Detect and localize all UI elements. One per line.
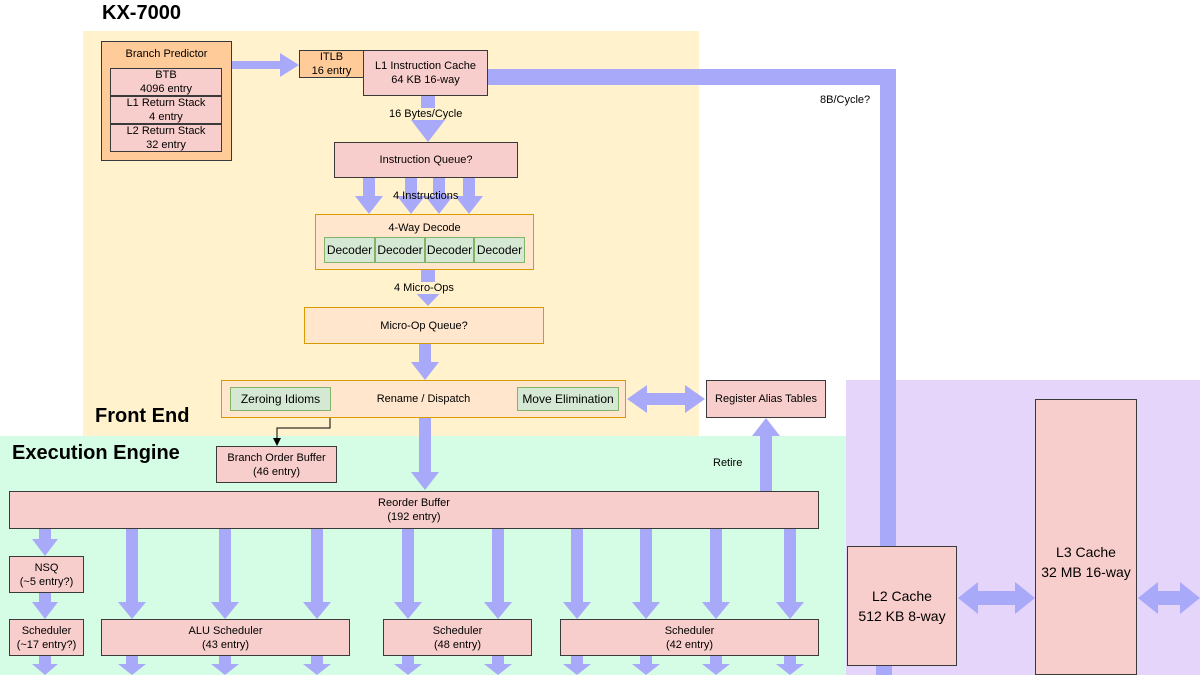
l2-cache-title: L2 Cache: [872, 588, 932, 604]
reorder-buffer-title: Reorder Buffer: [378, 497, 450, 509]
itlb: ITLB 16 entry: [299, 50, 364, 78]
l2-return-stack: L2 Return Stack 32 entry: [110, 124, 222, 152]
register-alias-tables: Register Alias Tables: [706, 380, 826, 418]
l3-cache-size: 32 MB 16-way: [1041, 564, 1131, 580]
l1-return-stack-title: L1 Return Stack: [126, 97, 206, 109]
diagram-title: KX-7000: [102, 2, 181, 24]
microop-queue: Micro-Op Queue?: [304, 307, 544, 344]
scheduler-42-size: (42 entry): [665, 638, 714, 651]
move-elimination: Move Elimination: [517, 387, 619, 411]
l2-return-stack-title: L2 Return Stack: [126, 125, 206, 137]
nsq-size: (~5 entry?): [19, 575, 74, 588]
reorder-buffer-size: (192 entry): [387, 511, 441, 523]
scheduler-48-title: Scheduler: [432, 624, 483, 637]
scheduler-42: Scheduler (42 entry): [560, 619, 819, 656]
branch-order-buffer-size: (46 entry): [252, 465, 301, 478]
instructions-label: 4 Instructions: [393, 190, 459, 202]
l2-cache-size: 512 KB 8-way: [858, 608, 946, 624]
microops-label: 4 Micro-Ops: [394, 282, 454, 294]
btb-size: 4096 entry: [140, 83, 192, 95]
front-end-label: Front End: [95, 405, 190, 427]
nsq-title: NSQ: [34, 561, 59, 574]
instruction-queue: Instruction Queue?: [334, 142, 518, 178]
memory-scheduler-size: (~17 entry?): [16, 638, 77, 651]
l2-return-stack-size: 32 entry: [146, 139, 186, 151]
memory-scheduler: Scheduler (~17 entry?): [9, 619, 84, 656]
l1-icache-size: 64 KB 16-way: [391, 74, 460, 86]
l2-cache: L2 Cache 512 KB 8-way: [847, 546, 957, 666]
fetch-bandwidth-label: 16 Bytes/Cycle: [389, 108, 463, 120]
itlb-title: ITLB: [319, 51, 344, 63]
zeroing-idioms: Zeroing Idioms: [230, 387, 331, 411]
scheduler-48: Scheduler (48 entry): [383, 619, 532, 656]
l1-instruction-cache: L1 Instruction Cache 64 KB 16-way: [363, 50, 488, 96]
scheduler-48-size: (48 entry): [433, 638, 482, 651]
retire-label: Retire: [713, 457, 743, 469]
decode-label: 4-Way Decode: [388, 222, 461, 234]
scheduler-42-title: Scheduler: [664, 624, 715, 637]
alu-scheduler-size: (43 entry): [201, 638, 250, 651]
l1-icache-title: L1 Instruction Cache: [375, 60, 476, 72]
reorder-buffer: Reorder Buffer (192 entry): [9, 491, 819, 529]
decoder-4: Decoder: [474, 237, 525, 263]
btb-title: BTB: [155, 69, 177, 81]
rename-dispatch-label: Rename / Dispatch: [376, 393, 471, 405]
branch-order-buffer: Branch Order Buffer (46 entry): [216, 446, 337, 483]
branch-order-buffer-title: Branch Order Buffer: [227, 451, 326, 464]
decoder-2: Decoder: [375, 237, 425, 263]
alu-scheduler: ALU Scheduler (43 entry): [101, 619, 350, 656]
l2-bandwidth-label: 8B/Cycle?: [820, 94, 871, 106]
execution-engine-label: Execution Engine: [12, 442, 180, 464]
l1-return-stack-size: 4 entry: [149, 111, 183, 123]
btb: BTB 4096 entry: [110, 68, 222, 96]
alu-scheduler-title: ALU Scheduler: [188, 624, 263, 637]
nsq: NSQ (~5 entry?): [9, 556, 84, 593]
l1-return-stack: L1 Return Stack 4 entry: [110, 96, 222, 124]
branch-predictor-label: Branch Predictor: [125, 48, 208, 60]
l3-cache: L3 Cache 32 MB 16-way: [1035, 399, 1137, 675]
l3-cache-title: L3 Cache: [1056, 544, 1116, 560]
decoder-3: Decoder: [425, 237, 474, 263]
memory-scheduler-title: Scheduler: [21, 624, 72, 637]
itlb-size: 16 entry: [311, 65, 352, 77]
decoder-1: Decoder: [324, 237, 375, 263]
